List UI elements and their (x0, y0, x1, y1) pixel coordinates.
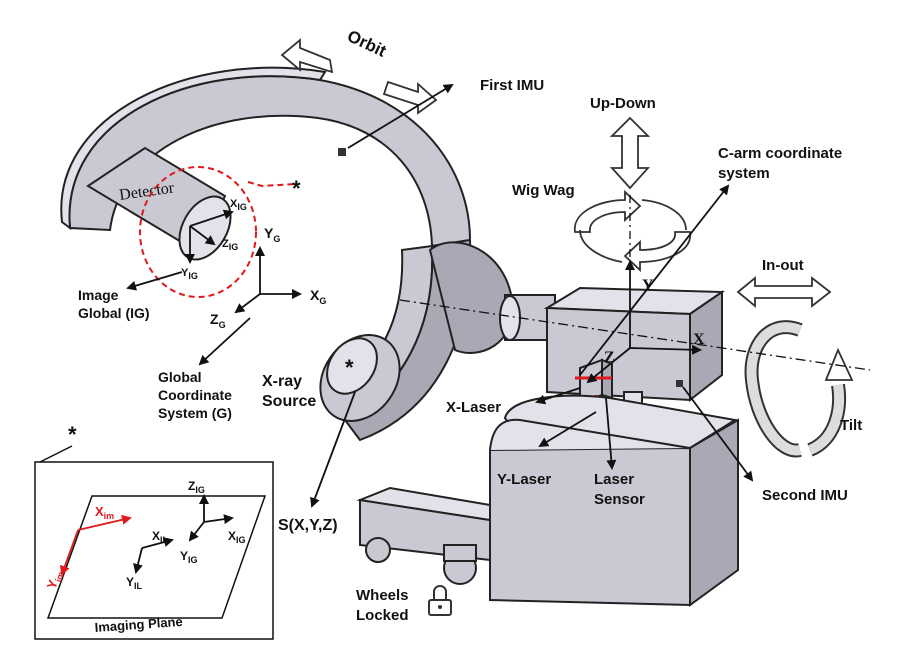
global-label-line3: System (G) (158, 405, 232, 421)
global-axes (236, 248, 300, 312)
wig-wag-label: Wig Wag (512, 182, 575, 199)
global-label-line1: Global (158, 369, 202, 385)
tilt-label: Tilt (840, 417, 862, 434)
region-asterisk: * (292, 176, 301, 201)
orbit-label: Orbit (344, 26, 389, 61)
c-arm-coordinate-label-line2: system (718, 165, 770, 182)
x-g-label: XG (310, 287, 326, 306)
up-down-arrow-icon (612, 118, 648, 188)
in-out-label: In-out (762, 257, 804, 274)
wig-wag-arrow-icon (575, 192, 690, 270)
second-imu-marker (676, 380, 683, 387)
c-y-axis-label: Y (642, 277, 654, 294)
wheels-label-line2: Locked (356, 607, 409, 624)
y-ig-label: YIG (181, 267, 198, 281)
wheels-label-line1: Wheels (356, 587, 409, 604)
y-g-label: YG (264, 225, 280, 244)
second-imu-label: Second IMU (762, 487, 848, 504)
xray-source-label-line2: Source (262, 393, 316, 410)
first-imu-label: First IMU (480, 77, 544, 94)
x-ig-label: XIG (230, 198, 247, 212)
x-laser-label: X-Laser (446, 399, 501, 416)
y-laser-label: Y-Laser (497, 471, 551, 488)
source-point-label: S(X,Y,Z) (278, 517, 338, 534)
z-g-label: ZG (210, 311, 226, 330)
c-z-axis-label: Z (604, 349, 615, 366)
laser-sensor-label-line1: Laser (594, 471, 634, 488)
global-label-line2: Coordinate (158, 387, 232, 403)
image-global-label-line1: Image (78, 287, 119, 303)
xray-asterisk: * (345, 355, 354, 380)
c-x-axis-label: X (693, 331, 705, 348)
inset-asterisk: * (68, 422, 77, 447)
in-out-arrow-icon (738, 278, 830, 306)
base-cart (360, 396, 738, 605)
image-global-label-line2: Global (IG) (78, 305, 150, 321)
first-imu-marker (338, 148, 346, 156)
up-down-label: Up-Down (590, 95, 656, 112)
tilt-arrow-icon (752, 327, 852, 450)
padlock-icon (429, 586, 451, 615)
laser-sensor-label-line2: Sensor (594, 491, 645, 508)
z-ig-label: ZIG (222, 238, 238, 252)
c-arm-coordinate-label-line1: C-arm coordinate (718, 145, 842, 162)
xray-source-label-line1: X-ray (262, 373, 302, 390)
